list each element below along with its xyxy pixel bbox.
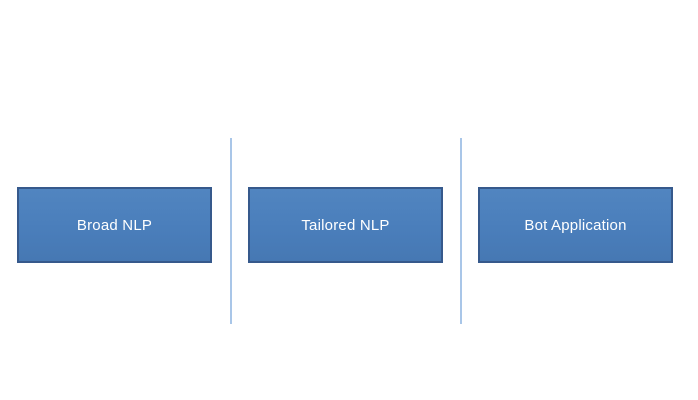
divider-line-2: [460, 138, 462, 324]
divider-line-1: [230, 138, 232, 324]
box-tailored-nlp-label: Tailored NLP: [301, 216, 390, 234]
box-tailored-nlp[interactable]: Tailored NLP: [248, 187, 443, 263]
box-broad-nlp[interactable]: Broad NLP: [17, 187, 212, 263]
box-broad-nlp-label: Broad NLP: [76, 216, 153, 234]
box-bot-application-label: Bot Application: [524, 216, 627, 234]
box-bot-application[interactable]: Bot Application: [478, 187, 673, 263]
